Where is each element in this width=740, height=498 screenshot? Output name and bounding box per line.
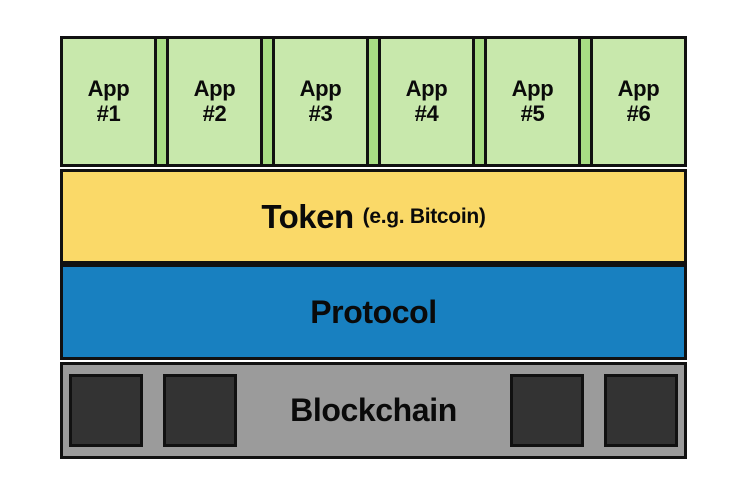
app-box-2: App #2 (166, 36, 263, 167)
app-box-4: App #4 (378, 36, 475, 167)
chain-block-1 (69, 374, 143, 447)
app-separator-4 (475, 36, 484, 167)
chain-block-2 (163, 374, 237, 447)
app-box-6-line1: App (617, 75, 660, 101)
app-box-1-line1: App (87, 75, 130, 101)
protocol-layer-title: Protocol (310, 293, 437, 330)
blockchain-layer-title: Blockchain (290, 392, 457, 428)
app-box-5-line2: #5 (520, 100, 545, 126)
app-box-5-line1: App (511, 75, 554, 101)
app-separator-1 (157, 36, 166, 167)
app-box-2-line2: #2 (202, 100, 227, 126)
blockchain-layer: Blockchain (60, 362, 687, 459)
applications-layer: App #1 App #2 App #3 App #4 App #5 App #… (60, 36, 687, 167)
app-box-4-line2: #4 (414, 100, 439, 126)
app-box-1: App #1 (60, 36, 157, 167)
app-box-3-line1: App (299, 75, 342, 101)
token-layer: Token (e.g. Bitcoin) (60, 169, 687, 264)
blockchain-stack-diagram: App #1 App #2 App #3 App #4 App #5 App #… (60, 36, 687, 459)
app-box-3: App #3 (272, 36, 369, 167)
app-box-4-line1: App (405, 75, 448, 101)
app-box-3-line2: #3 (308, 100, 333, 126)
protocol-layer: Protocol (60, 264, 687, 360)
token-layer-subtitle: (e.g. Bitcoin) (362, 204, 486, 228)
blockchain-title-container: Blockchain (237, 392, 510, 429)
chain-block-4 (604, 374, 678, 447)
chain-block-3 (510, 374, 584, 447)
app-separator-5 (581, 36, 590, 167)
app-box-6-line2: #6 (626, 100, 651, 126)
app-box-5: App #5 (484, 36, 581, 167)
app-box-1-line2: #1 (96, 100, 121, 126)
app-separator-2 (263, 36, 272, 167)
app-box-6: App #6 (590, 36, 687, 167)
app-separator-3 (369, 36, 378, 167)
token-layer-title: Token (261, 197, 354, 235)
app-box-2-line1: App (193, 75, 236, 101)
